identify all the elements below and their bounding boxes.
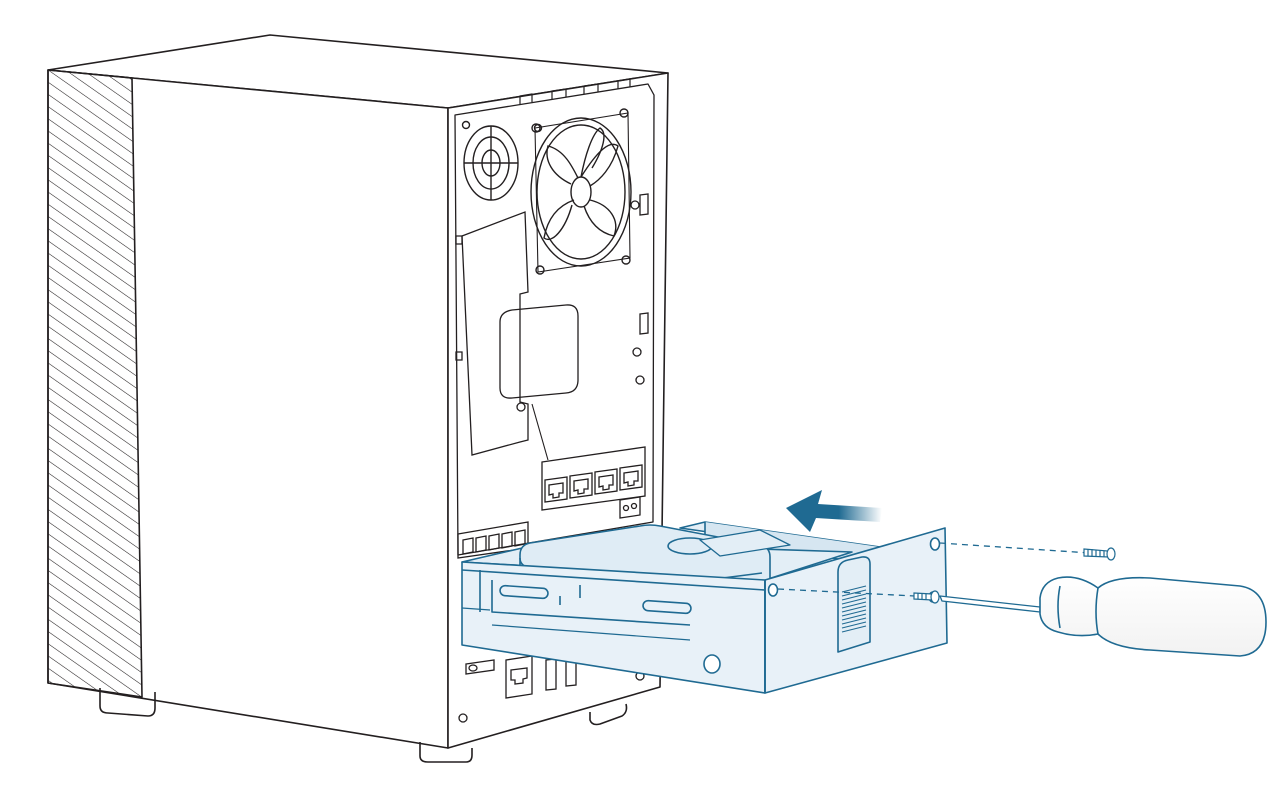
- lan-port: [569, 472, 593, 499]
- lan-port: [544, 476, 568, 503]
- cooling-fan: [530, 108, 632, 275]
- lan-ports: [541, 446, 646, 519]
- back-panel-frame: [454, 83, 655, 556]
- screw-guide-lines: [777, 542, 1091, 597]
- back-top-tabs: [519, 78, 631, 104]
- front-panel-hatched: [47, 69, 143, 698]
- foot-back: [589, 703, 628, 726]
- back-panel-details: [455, 193, 649, 461]
- screw-icon: [1083, 547, 1116, 561]
- screwdriver-handle: [1039, 576, 1267, 657]
- lan-port: [594, 468, 618, 495]
- foot-front: [419, 742, 473, 763]
- pcb-board: [461, 211, 529, 456]
- screwdriver-icon: [939, 576, 1267, 657]
- arrow-left-icon: [786, 490, 882, 532]
- screw-icon: [913, 590, 940, 604]
- screw-hole-lower: [767, 583, 779, 597]
- foot-left: [99, 688, 156, 717]
- bracket-vent: [841, 585, 867, 633]
- screw-hole-upper: [929, 537, 941, 551]
- rear-io-lower: [458, 654, 645, 723]
- lan-port: [619, 464, 643, 491]
